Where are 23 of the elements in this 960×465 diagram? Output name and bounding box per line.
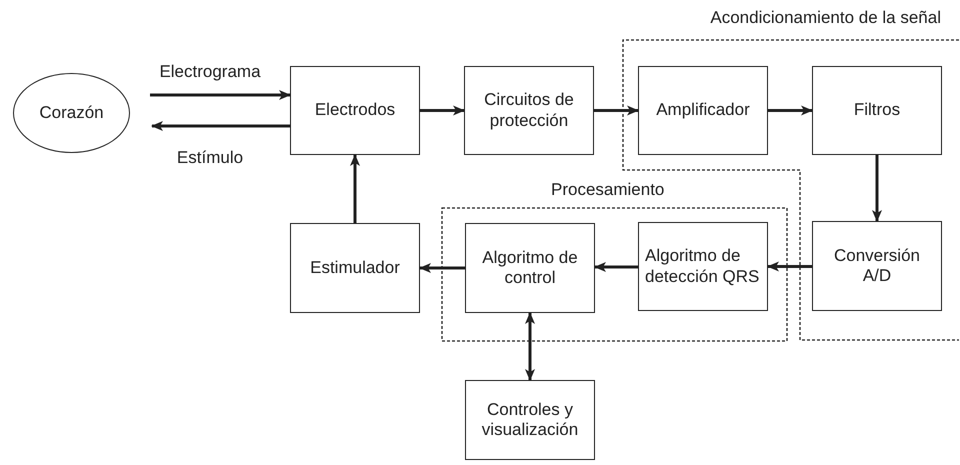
process-box: Conversión A/D — [812, 221, 942, 311]
ellipse-node: Corazón — [13, 73, 130, 153]
arrow — [594, 106, 639, 116]
process-box: Controles y visualización — [465, 380, 595, 460]
arrow — [525, 312, 535, 381]
arrow — [420, 106, 465, 116]
process-box: Estimulador — [290, 223, 420, 313]
arrow — [350, 154, 360, 223]
process-box: Electrodos — [290, 66, 420, 155]
process-box: Algoritmo de control — [465, 223, 595, 313]
arrow — [151, 121, 290, 131]
arrow — [150, 90, 291, 100]
process-box: Filtros — [812, 66, 942, 155]
arrow — [767, 262, 812, 272]
arrow — [594, 262, 638, 272]
arrow — [768, 106, 813, 116]
process-box: Circuitos de protección — [464, 66, 594, 155]
edge-label: Estímulo — [176, 148, 244, 168]
arrow — [872, 155, 882, 222]
process-box: Amplificador — [638, 66, 768, 155]
edge-label: Electrograma — [158, 62, 262, 82]
process-box: Algoritmo de detección QRS — [638, 222, 768, 311]
arrow — [419, 263, 465, 273]
